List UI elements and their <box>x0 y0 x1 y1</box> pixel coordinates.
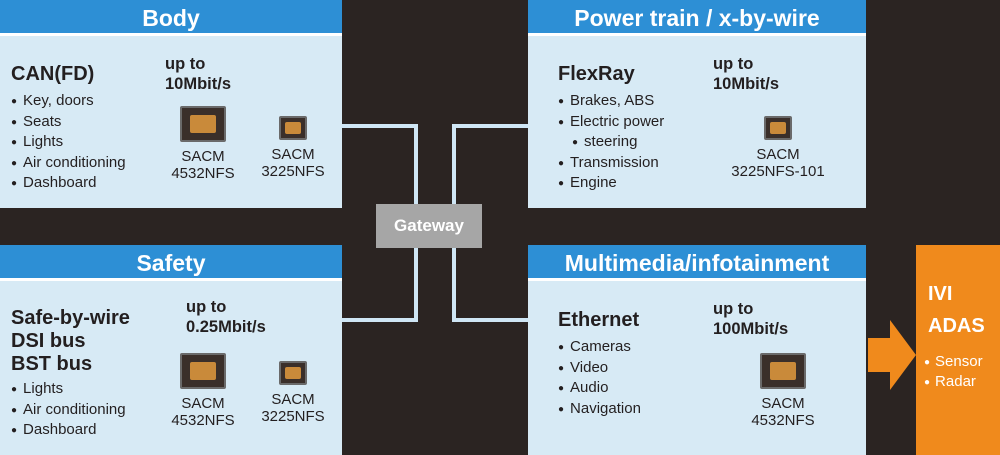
rate-value: 10Mbit/s <box>165 75 232 93</box>
panel-title: Body <box>0 0 342 36</box>
part-label: SACM <box>756 146 800 163</box>
rate-line: up to <box>713 55 754 73</box>
rate-label: up to 0.25Mbit/s <box>186 297 266 337</box>
connector-line <box>452 124 528 128</box>
body-panel: Body CAN(FD) up to 10Mbit/s Key, doors S… <box>0 0 342 208</box>
part-label: SACM <box>181 395 225 412</box>
ivi-adas-box: IVI ADAS Sensor Radar <box>916 245 1000 455</box>
list-item: Dashboard <box>11 421 126 442</box>
chip-icon <box>180 353 226 389</box>
bus-name: Safe-by-wire DSI bus BST bus <box>11 307 130 376</box>
chip-icon <box>180 106 226 142</box>
part-number: 3225NFS-101 <box>731 163 825 180</box>
rate-line: up to <box>713 300 754 318</box>
component-sacm-4532nfs: SACM 4532NFS <box>165 353 241 429</box>
list-item: Cameras <box>558 338 641 359</box>
list-item: Radar <box>924 373 983 393</box>
connector-line <box>342 318 418 322</box>
gateway-box: Gateway <box>376 204 482 248</box>
connector-line <box>342 124 418 128</box>
safety-panel: Safety Safe-by-wire DSI bus BST bus up t… <box>0 245 342 455</box>
rate-label: up to 10Mbit/s <box>165 54 231 94</box>
adas-title: ADAS <box>928 315 985 337</box>
arrow-right-icon <box>868 320 916 390</box>
list-item: Lights <box>11 380 126 401</box>
list-item: steering <box>558 133 664 154</box>
part-label: SACM <box>271 146 315 163</box>
bus-name: Ethernet <box>558 309 640 331</box>
bus-name-line: DSI bus <box>11 330 86 352</box>
rate-value: 10Mbit/s <box>713 75 780 93</box>
bus-name-line: Safe-by-wire <box>11 307 130 329</box>
component-sacm-3225nfs: SACM 3225NFS <box>255 116 331 180</box>
list-item: Dashboard <box>11 174 126 195</box>
part-label: SACM <box>761 395 805 412</box>
connector-line <box>452 124 456 204</box>
list-item: Air conditioning <box>11 401 126 422</box>
panel-title: Power train / x-by-wire <box>528 0 866 36</box>
panel-title: Safety <box>0 245 342 281</box>
list-item: Audio <box>558 379 641 400</box>
application-list: Key, doors Seats Lights Air conditioning… <box>11 92 126 195</box>
part-number: 3225NFS <box>261 408 325 425</box>
application-list: Brakes, ABS Electric power steering Tran… <box>558 92 664 195</box>
connector-line <box>414 248 418 322</box>
chip-icon <box>764 116 792 140</box>
part-number: 3225NFS <box>261 163 325 180</box>
list-item: Electric power <box>558 113 664 134</box>
component-sacm-4532nfs: SACM 4532NFS <box>165 106 241 182</box>
chip-icon <box>279 361 307 385</box>
list-item: Sensor <box>924 353 983 373</box>
connector-line <box>452 318 528 322</box>
list-item: Video <box>558 359 641 380</box>
list-item: Navigation <box>558 400 641 421</box>
chip-icon <box>279 116 307 140</box>
ivi-title: IVI <box>928 283 953 305</box>
multimedia-panel: Multimedia/infotainment Ethernet up to 1… <box>528 245 866 455</box>
bus-name: CAN(FD) <box>11 63 95 85</box>
ivi-list: Sensor Radar <box>924 353 983 393</box>
component-sacm-3225nfs-101: SACM 3225NFS-101 <box>718 116 838 180</box>
rate-label: up to 100Mbit/s <box>713 299 788 339</box>
list-item: Air conditioning <box>11 154 126 175</box>
connector-line <box>452 248 456 322</box>
component-sacm-4532nfs: SACM 4532NFS <box>738 353 828 429</box>
part-number: 4532NFS <box>171 165 235 182</box>
powertrain-panel: Power train / x-by-wire FlexRay up to 10… <box>528 0 866 208</box>
rate-value: 100Mbit/s <box>713 320 789 338</box>
rate-label: up to 10Mbit/s <box>713 54 779 94</box>
rate-line: up to <box>165 55 206 73</box>
part-label: SACM <box>271 391 315 408</box>
bus-name: FlexRay <box>558 63 635 85</box>
rate-value: 0.25Mbit/s <box>186 318 266 336</box>
part-label: SACM <box>181 148 225 165</box>
list-item: Transmission <box>558 154 664 175</box>
connector-line <box>414 124 418 204</box>
chip-icon <box>760 353 806 389</box>
list-item: Seats <box>11 113 126 134</box>
list-item: Key, doors <box>11 92 126 113</box>
part-number: 4532NFS <box>751 412 815 429</box>
part-number: 4532NFS <box>171 412 235 429</box>
rate-line: up to <box>186 298 227 316</box>
component-sacm-3225nfs: SACM 3225NFS <box>255 361 331 425</box>
panel-title: Multimedia/infotainment <box>528 245 866 281</box>
list-item: Engine <box>558 174 664 195</box>
list-item: Brakes, ABS <box>558 92 664 113</box>
bus-name-line: BST bus <box>11 353 93 375</box>
application-list: Cameras Video Audio Navigation <box>558 338 641 420</box>
application-list: Lights Air conditioning Dashboard <box>11 380 126 442</box>
list-item: Lights <box>11 133 126 154</box>
